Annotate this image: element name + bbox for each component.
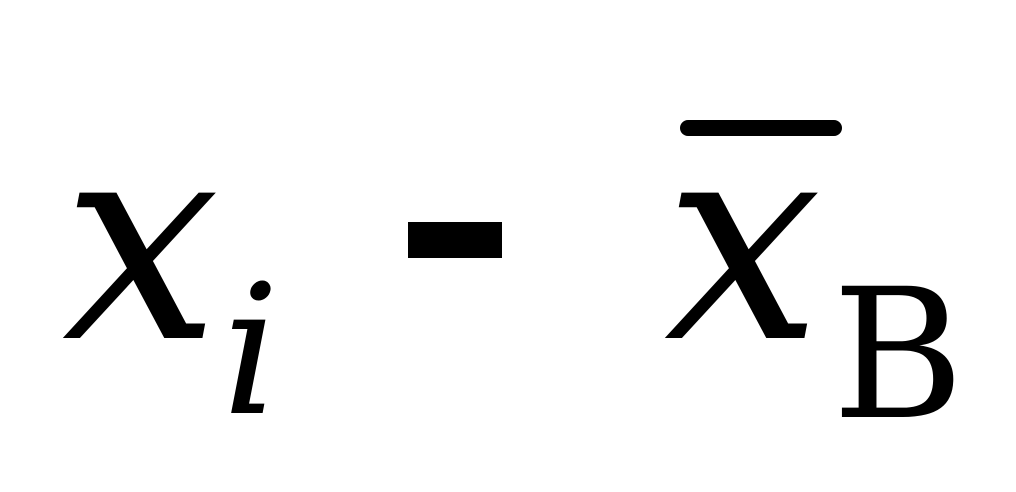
subscript-b: B [832,251,965,460]
minus-sign [408,222,502,258]
subscript-i: i [222,247,280,456]
mean-overbar [680,120,842,136]
variable-x-bar: x [664,79,822,405]
variable-x: x [62,79,220,405]
